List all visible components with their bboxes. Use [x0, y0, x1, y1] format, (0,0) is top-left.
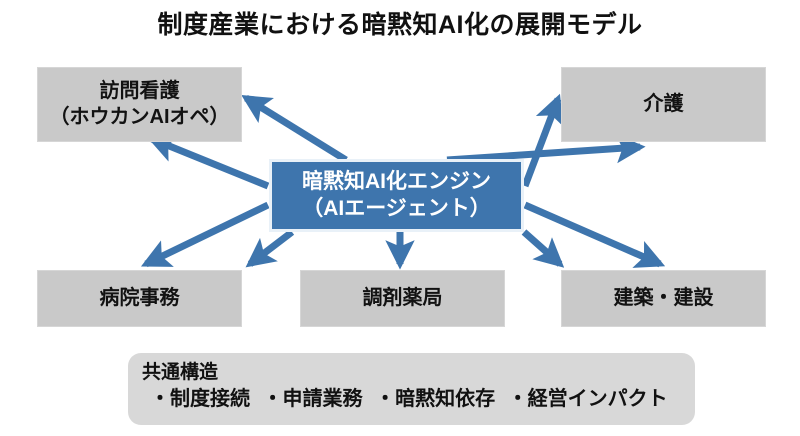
industry-node-pharmacy-line1: 調剤薬局	[362, 286, 443, 309]
arrow-engine-to-hospital-admin	[140, 201, 270, 268]
arrow-engine-to-nursing-care	[521, 93, 564, 188]
industry-node-visiting-nursing[interactable]: 訪問看護 （ホウカンAIオペ）	[37, 67, 242, 142]
industry-node-hospital-admin[interactable]: 病院事務	[37, 270, 242, 327]
center-node-ai-engine[interactable]: 暗黙知AI化エンジン （AIエージェント）	[269, 159, 524, 232]
common-structure-item-1: ・申請業務	[262, 387, 363, 410]
industry-node-construction-line1: 建築・建設	[613, 286, 714, 309]
common-structure-panel: 共通構造 ・制度接続 ・申請業務 ・暗黙知依存 ・経営インパクト	[128, 353, 695, 425]
industry-node-hospital-admin-line1: 病院事務	[99, 286, 180, 309]
arrow-engine-to-visiting-nursing-secondary	[241, 95, 348, 163]
industry-node-visiting-nursing-line2: （ホウカンAIオペ）	[49, 105, 230, 128]
common-structure-item-2: ・暗黙知依存	[375, 387, 496, 410]
common-structure-item-3: ・経営インパクト	[507, 387, 668, 410]
center-node-line2: （AIエージェント）	[302, 196, 491, 220]
industry-node-visiting-nursing-line1: 訪問看護	[99, 79, 180, 102]
arrow-engine-to-pharmacy-diagonal	[245, 229, 295, 268]
industry-node-nursing-care-line1: 介護	[643, 92, 684, 115]
industry-node-nursing-care[interactable]: 介護	[561, 67, 766, 142]
industry-node-pharmacy[interactable]: 調剤薬局	[300, 270, 505, 327]
industry-node-construction[interactable]: 建築・建設	[561, 270, 766, 327]
arrow-engine-to-visiting-nursing	[146, 134, 270, 190]
center-node-line1: 暗黙知AI化エンジン	[302, 169, 491, 193]
common-structure-item-0: ・制度接続	[150, 387, 250, 410]
common-structure-items: ・制度接続 ・申請業務 ・暗黙知依存 ・経営インパクト	[142, 386, 695, 412]
page-title: 制度産業における暗黙知AI化の展開モデル	[157, 11, 643, 39]
arrow-engine-to-construction-diagonal	[521, 229, 565, 268]
common-structure-heading: 共通構造	[142, 362, 219, 383]
arrow-engine-to-construction	[523, 201, 666, 268]
